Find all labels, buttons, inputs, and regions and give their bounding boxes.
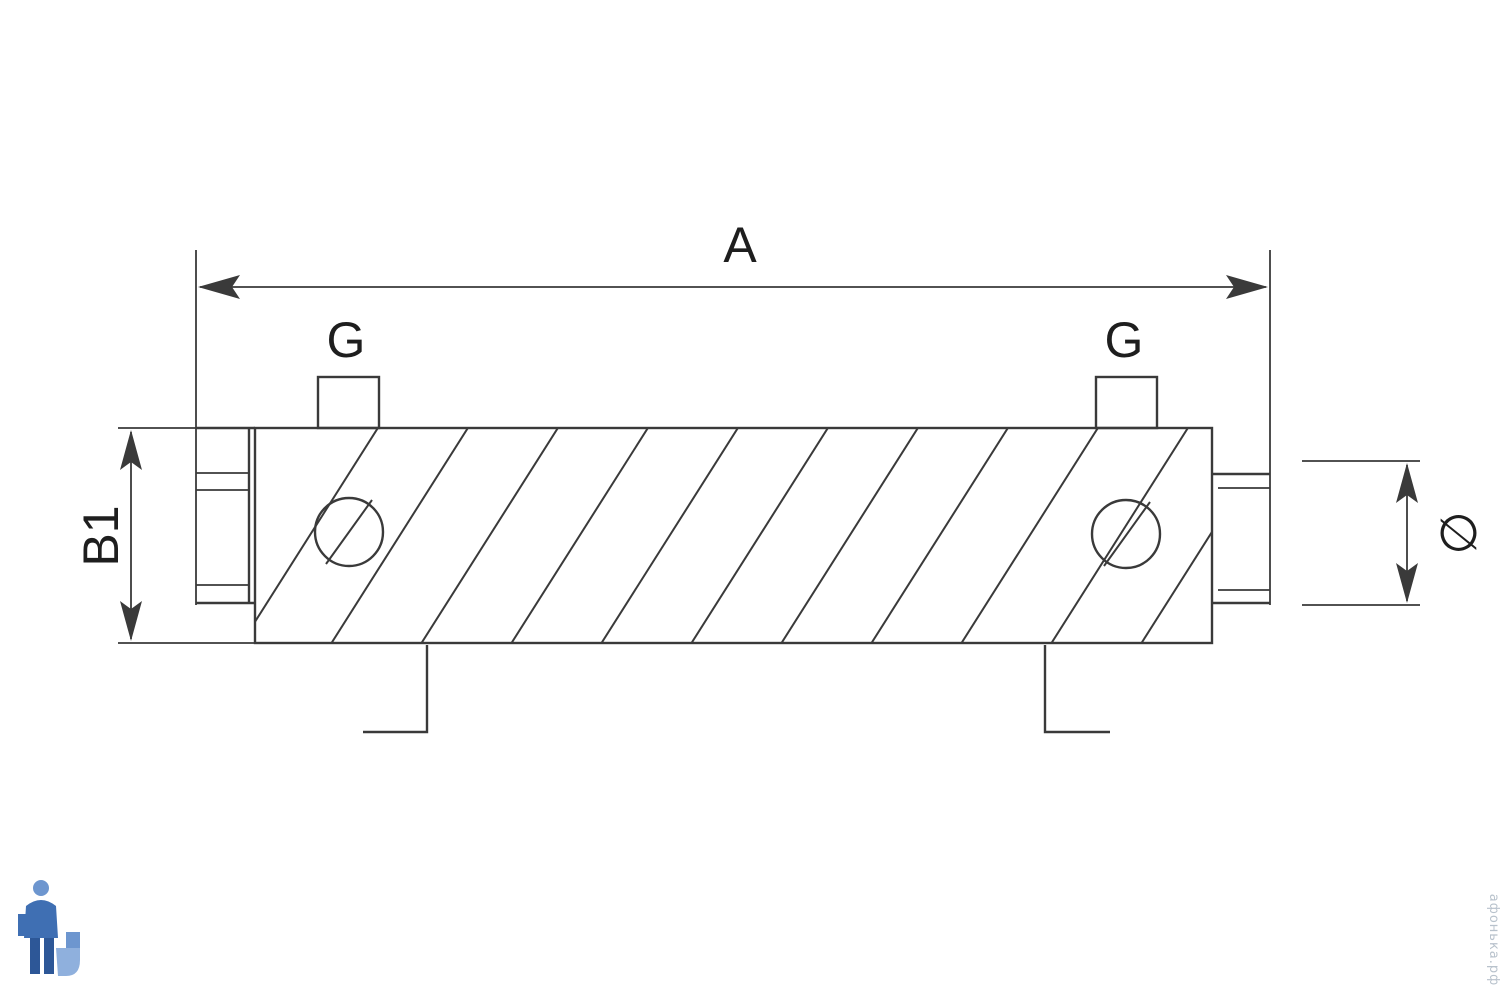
label-a: A	[723, 217, 757, 273]
top-nipple-left	[316, 375, 381, 430]
dimension-a: A	[195, 217, 1271, 605]
label-g-left: G	[327, 312, 366, 368]
watermark-text: афонька.рф	[1486, 894, 1500, 987]
bottom-outlet-left	[363, 645, 429, 734]
top-nipple-right	[1094, 375, 1159, 430]
label-b1: B1	[73, 505, 129, 566]
arrow-left	[198, 275, 240, 299]
body-outline	[253, 426, 1214, 645]
top-connections: G G	[316, 312, 1159, 430]
port-circle-right	[1090, 498, 1162, 570]
right-end-fitting	[1212, 472, 1270, 605]
bottom-outlets	[363, 645, 1110, 734]
dimension-diameter: ∅	[1302, 460, 1487, 606]
hatching	[255, 428, 1212, 643]
plumber-logo-icon	[18, 880, 80, 976]
dimension-b1: B1	[73, 427, 255, 644]
bottom-outlet-right	[1043, 645, 1110, 734]
arrow-right	[1226, 275, 1268, 299]
left-end-fitting	[196, 426, 255, 605]
collector-body	[253, 426, 1214, 645]
port-circle-left	[313, 496, 385, 568]
label-diameter: ∅	[1431, 511, 1487, 555]
label-g-right: G	[1105, 312, 1144, 368]
